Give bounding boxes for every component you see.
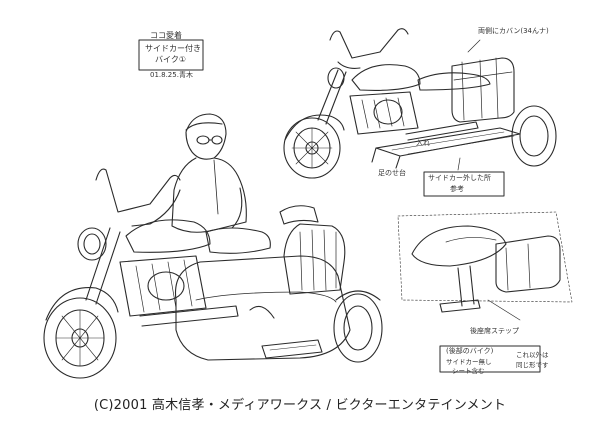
rear-bike-note3: これ以外は — [516, 351, 549, 359]
title-line2: バイク① — [155, 55, 187, 64]
rear-bike-note2: シート含む — [452, 367, 485, 375]
sidecar-removed-note: サイドカー外した所 — [428, 174, 491, 182]
rear-detail-drawing — [397, 211, 573, 321]
rear-bike-note1: サイドカー無し — [446, 358, 492, 366]
rear-bike-heading: (後部のバイク) — [446, 347, 494, 355]
reference-note: 参考 — [450, 185, 464, 193]
title-heading: ココ愛着 — [150, 31, 182, 40]
copyright-line: (C)2001 高木信孝・メディアワークス / ビクターエンタテインメント — [93, 398, 507, 413]
title-line1: サイドカー付き — [145, 44, 201, 53]
title-date: 01.8.25.青木 — [150, 71, 193, 79]
bike-side-view-drawing — [283, 28, 557, 179]
passenger-step-note: 後座席ステップ — [470, 327, 519, 335]
front-wheel-label: 入れ — [416, 139, 430, 147]
rear-bike-note4: 同じ形です — [516, 361, 549, 369]
top-right-bag-note: 両側にカバン(34んナ) — [478, 27, 549, 35]
footrest-note: 足のせ台 — [378, 169, 406, 177]
sidecar-bike-main-drawing — [43, 113, 383, 379]
